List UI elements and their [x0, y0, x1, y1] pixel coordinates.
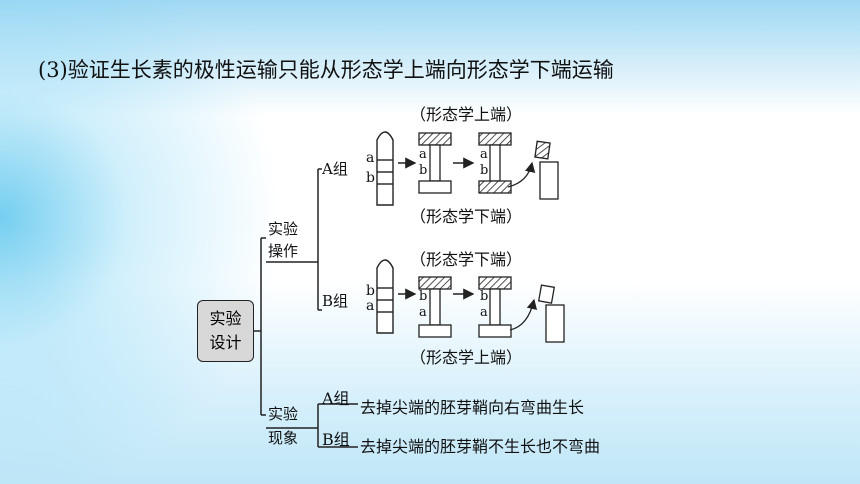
group-b-setup2-mark-top: b	[480, 289, 489, 304]
experiment-design-box: 实验 设计	[197, 300, 254, 362]
operation-label-line1: 实验	[268, 220, 299, 238]
group-b-top-caption: （形态学下端）	[410, 250, 523, 269]
group-b-transfer-arrow	[509, 298, 538, 331]
group-b-setup2-mark-bottom: a	[480, 305, 488, 320]
group-a-setup2-mark-top: a	[480, 147, 488, 162]
root-box-line2: 设计	[209, 333, 242, 352]
group-a-bottom-caption: （形态学下端）	[410, 207, 523, 226]
group-a-figures	[376, 131, 559, 206]
group-a-coleoptile	[376, 131, 394, 206]
group-b-setup1-mark-bottom: a	[419, 305, 427, 320]
group-a-transfer-arrow	[507, 161, 536, 188]
group-b-mark-bottom: a	[366, 298, 375, 314]
phenomenon-a-group: A组	[322, 389, 350, 408]
root-box-line1: 实验	[209, 309, 242, 328]
group-b-segment-setup-1	[418, 276, 452, 338]
group-a-segment-setup-1	[418, 132, 452, 194]
group-b-segment-setup-2	[478, 276, 512, 338]
phenomenon-a-text: 去掉尖端的胚芽鞘向右弯曲生长	[360, 398, 585, 417]
group-a-segment-setup-2	[478, 132, 512, 194]
group-b-coleoptile	[376, 259, 394, 334]
group-b-label: B组	[322, 292, 349, 310]
group-a-result-coleoptile	[534, 140, 559, 200]
group-a-top-caption: （形态学上端）	[410, 105, 523, 124]
phenomenon-b-group: B组	[322, 430, 350, 449]
group-a-setup1-mark-top: a	[419, 147, 427, 162]
group-b-bottom-caption: （形态学上端）	[410, 348, 523, 367]
group-a-setup2-mark-bottom: b	[480, 163, 489, 178]
tree-connectors	[254, 168, 358, 448]
group-a-mark-top: a	[366, 150, 375, 166]
group-a-label: A组	[322, 160, 348, 178]
group-b-result-coleoptile	[537, 284, 565, 343]
group-a-mark-bottom: b	[366, 170, 375, 186]
phenomenon-label-line2: 现象	[268, 429, 299, 447]
operation-label-line2: 操作	[268, 242, 299, 260]
page-title: (3)验证生长素的极性运输只能从形态学上端向形态学下端运输	[38, 58, 614, 82]
phenomenon-b-text: 去掉尖端的胚芽鞘不生长也不弯曲	[360, 437, 601, 456]
group-b-setup1-mark-top: b	[419, 289, 428, 304]
phenomenon-label-line1: 实验	[268, 405, 299, 423]
group-a-setup1-mark-bottom: b	[419, 163, 428, 178]
group-b-figures	[376, 259, 565, 343]
group-b-mark-top: b	[366, 283, 375, 299]
